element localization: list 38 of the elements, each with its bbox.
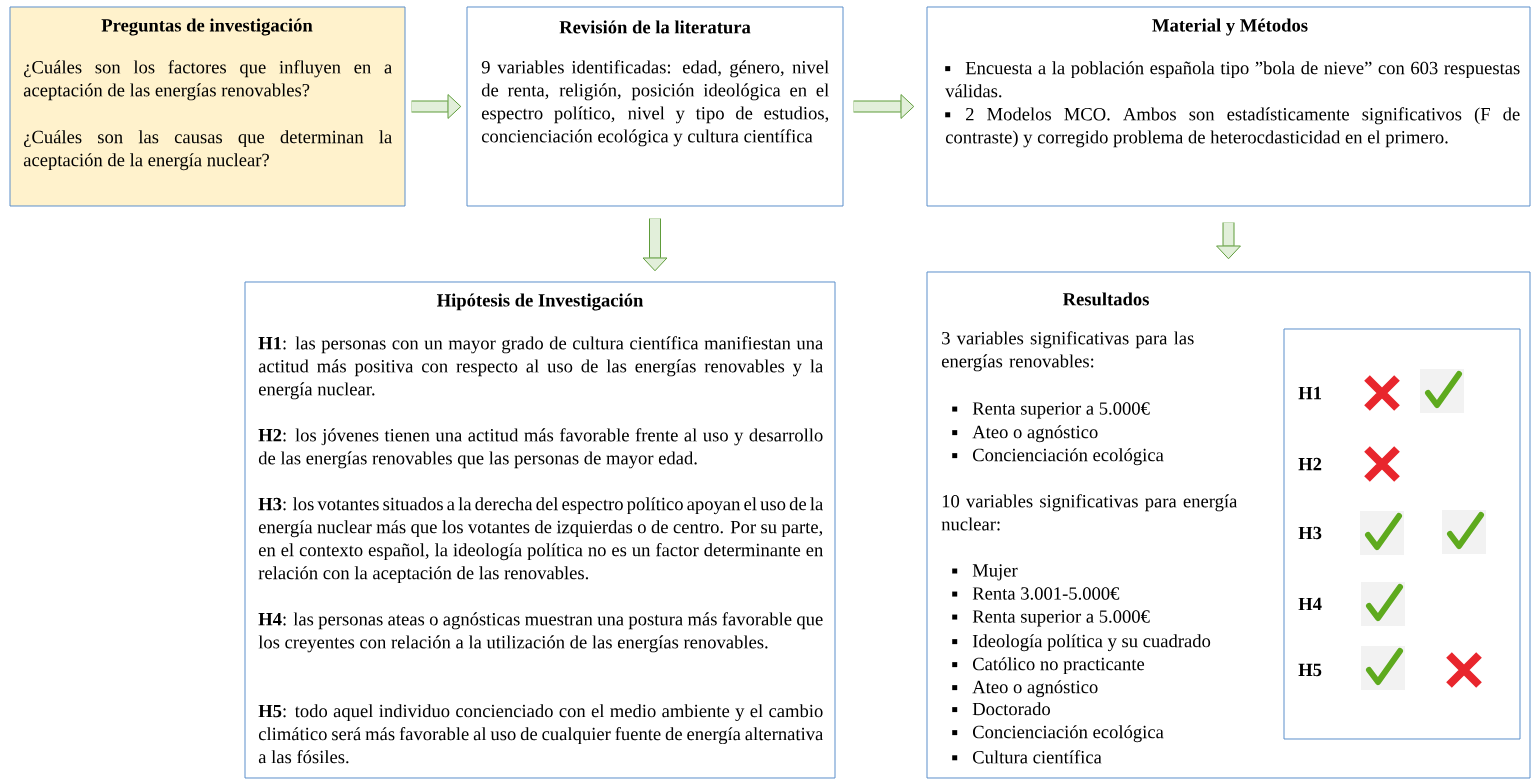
bullet-item: Doctorado [952,702,1050,716]
block-arrow [642,218,668,272]
paragraph: ¿Cuáles son los factores que influyen en a aceptación de las energías renovables? [23,60,392,101]
bullet-item: Ideología política y su cuadrado [952,634,1211,652]
bullet-item: Encuesta a la población española tipo ”bola de nieve” con 603 respuestas válidas. [945,61,1520,98]
block-arrow [853,94,915,119]
box-title: Revisión de la literatura [559,20,751,34]
bullet-item: Concienciación ecológica [952,725,1164,743]
bullet-item: Renta superior a 5.000€ [952,610,1150,627]
paragraph: H5: todo aquel individuo concienciado con el medio ambiente y el cambio climático será más favorable al uso de cualquier fuente de energía alternativa a las fósiles. [258,704,824,764]
box-title: Resultados [1062,292,1149,306]
bullet-item: Cultura científica [952,750,1102,764]
bullet-item: Renta superior a 5.000€ [952,402,1150,419]
box-title: Hipótesis de Investigación [437,293,644,311]
row-label: H2 [1298,457,1322,471]
row-label: H4 [1298,597,1322,611]
bullet-item: Católico no practicante [952,657,1145,675]
paragraph: ¿Cuáles son las causas que determinan la aceptación de la energía nuclear? [23,130,392,171]
box-title: Material y Métodos [1152,18,1308,36]
bullet-item: Ateo o agnóstico [952,425,1098,443]
paragraph: H4: las personas ateas o agnósticas muestran una postura más favorable que los creyentes con relación a la utilización de las energías renovables. [258,612,823,653]
block-arrow [411,94,462,119]
block-arrow [1216,222,1241,260]
paragraph: 3 variables significativas para las energías renovables: [941,331,1194,372]
paragraph: 9 variables identificadas: edad, género, nivel de renta, religión, posición ideológica en el espectro político, nivel y tipo de estudios, concienciación ecológica y cultura científica [481,60,829,147]
row-label: H3 [1298,526,1322,540]
paragraph: H3: los votantes situados a la derecha del espectro político apoyan el uso de la energía nuclear más que los votantes de izquierdas o de centro. Por su parte, en el contexto español, la ideología política no es un factor determinante en relación con la aceptación de las renovables. [258,497,823,584]
box-title: Preguntas de investigación [101,18,313,36]
row-label: H5 [1298,663,1322,677]
bullet-item: Renta 3.001-5.000€ [952,587,1120,600]
paragraph: H1: las personas con un mayor grado de cultura científica manifiestan una actitud más positiva con respecto al uso de las energías renovables y la energía nuclear. [258,336,823,400]
paragraph: H2: los jóvenes tienen una actitud más favorable frente al uso y desarrollo de las energías renovables que las personas de mayor edad. [258,428,823,469]
bullet-item: Ateo o agnóstico [952,680,1098,698]
paragraph: 10 variables significativas para energía nuclear: [941,494,1238,531]
bullet-item: 2 Modelos MCO. Ambos son estadísticamente significativos (F de contraste) y corregido problema de heterocdasticidad en el primero. [945,107,1520,148]
bullet-item: Mujer [952,564,1018,581]
row-label: H1 [1298,386,1321,400]
bullet-item: Concienciación ecológica [952,448,1164,466]
